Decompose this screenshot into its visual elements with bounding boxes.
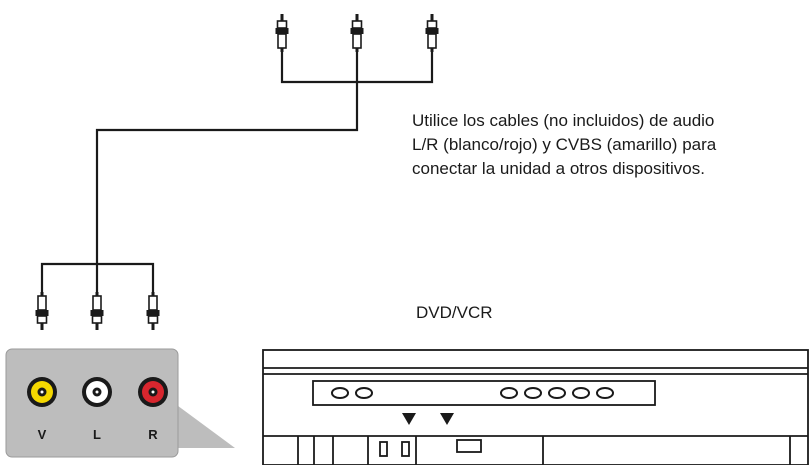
top-plug-left-icon	[274, 13, 290, 53]
jack-panel: V L R	[5, 348, 235, 458]
top-plug-center-icon	[349, 13, 365, 53]
jack-v: V	[27, 377, 57, 442]
instructions-line-2: L/R (blanco/rojo) y CVBS (amarillo) para	[412, 135, 717, 154]
jack-l: L	[82, 377, 112, 442]
device-button-3	[500, 387, 518, 399]
cable-wiring	[40, 52, 434, 292]
main-cable	[95, 52, 359, 264]
bottom-plug-v-icon	[34, 291, 50, 331]
instructions-line-1: Utilice los cables (no incluidos) de aud…	[412, 111, 715, 130]
device-label: DVD/VCR	[416, 303, 493, 322]
jack-r: R	[138, 377, 168, 442]
jack-label-v: V	[38, 427, 47, 442]
instructions-line-3: conectar la unidad a otros dispositivos.	[412, 159, 705, 178]
device-tray	[312, 380, 656, 406]
bottom-plug-group	[34, 291, 161, 331]
down-arrow-icon	[402, 413, 416, 425]
device-button-2	[355, 387, 373, 399]
top-plug-group	[274, 13, 440, 53]
device-button-4	[524, 387, 542, 399]
jack-label-r: R	[148, 427, 158, 442]
device-front-panel	[297, 436, 791, 465]
down-arrow-icon	[440, 413, 454, 425]
device-buttons	[331, 387, 614, 399]
panel-callout	[170, 400, 235, 448]
device-button-6	[572, 387, 590, 399]
bottom-plug-r-icon	[145, 291, 161, 331]
dvd-vcr-device	[262, 349, 809, 465]
jack-label-l: L	[93, 427, 101, 442]
device-button-5	[548, 387, 566, 399]
device-button-7	[596, 387, 614, 399]
bottom-plug-l-icon	[89, 291, 105, 331]
device-button-1	[331, 387, 349, 399]
connection-instructions: Utilice los cables (no incluidos) de aud…	[412, 109, 810, 181]
device-body	[262, 349, 809, 465]
top-plug-right-icon	[424, 13, 440, 53]
